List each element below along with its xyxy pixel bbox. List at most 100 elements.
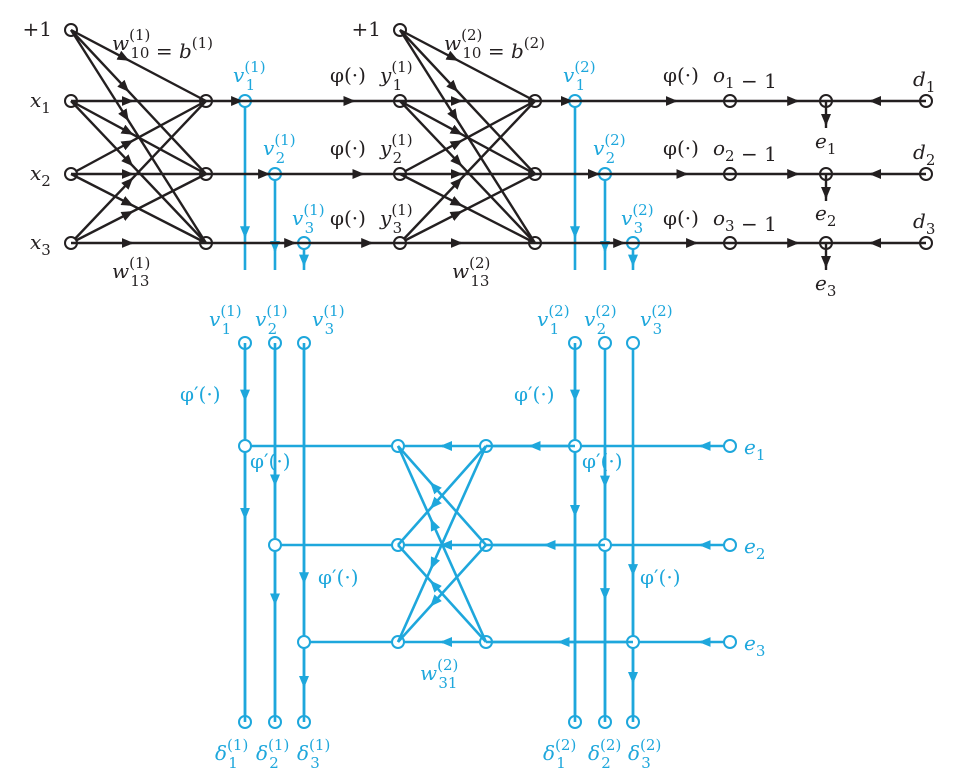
delta-layer1-label-3: δ(1)3: [297, 736, 330, 772]
back-weight-3-1: [396, 445, 488, 643]
phi-label-layer2-1: φ(·): [663, 63, 699, 87]
w1-12-arrow: [120, 140, 134, 151]
bias1-to-3-arrow: [118, 108, 129, 122]
w1-32-arrow: [120, 196, 134, 207]
back-col1-junction-3: [297, 635, 311, 649]
error-label-1: e1: [815, 129, 836, 158]
phi-label-layer1-1: φ(·): [330, 63, 366, 87]
v1-label-3: v(1)3: [292, 201, 325, 237]
back-error-node-2: [723, 538, 737, 552]
bias1-to-1: [70, 28, 207, 103]
phi-prime-label-6: φ′(·): [640, 565, 681, 589]
w1-13-arrow: [121, 177, 134, 190]
w1-31-arrow: [121, 154, 134, 167]
bias2-to-3: [398, 29, 537, 244]
back-v2-label-1: v(2)1: [537, 302, 570, 338]
back-v1-label-2: v(1)2: [255, 302, 288, 338]
back-weight-1-3-arrow: [430, 556, 441, 570]
input-label-2: x2: [30, 161, 51, 190]
back-weight-2-1-arrow: [430, 482, 442, 495]
forward-pass-layer: [64, 23, 933, 270]
output-label-3: o3 − 1: [713, 206, 777, 236]
phi-prime-label-1: φ′(·): [180, 382, 221, 406]
bias2-to-2: [399, 29, 536, 175]
w2-21-arrow: [449, 124, 463, 135]
w1-32: [70, 172, 207, 245]
y1-label-2: y(1)2: [379, 131, 413, 167]
phi-prime-label-3: φ′(·): [318, 565, 359, 589]
back-col1-junction-1: [238, 439, 252, 453]
output-label-2: o2 − 1: [713, 136, 777, 166]
input-label-1: x1: [30, 88, 51, 117]
back-weight-3-1-arrow: [430, 518, 441, 532]
back-col1-junction-2: [268, 538, 282, 552]
y1-label-3: y(1)3: [379, 201, 413, 237]
w2-32: [399, 172, 536, 245]
delta-layer1-label-1: δ(1)1: [215, 736, 248, 772]
back-weight-2-3-arrow: [430, 594, 442, 607]
bias1-to-1-arrow: [116, 50, 130, 61]
bias2-to-1-arrow: [445, 50, 459, 61]
bias2-to-2-arrow: [446, 79, 459, 92]
w2-32-arrow: [449, 196, 463, 207]
back-error-label-3: e3: [744, 631, 765, 660]
output-label-1: o1 − 1: [713, 63, 777, 93]
w1-31: [70, 100, 207, 244]
phi-label-layer2-3: φ(·): [663, 206, 699, 230]
phi-prime-label-5: φ′(·): [582, 449, 623, 473]
node-col2-top-3: [626, 336, 640, 350]
phi-prime-label-4: φ′(·): [514, 382, 555, 406]
bias2-to-3-arrow: [447, 108, 458, 122]
y1-label-1: y(1)1: [379, 58, 413, 94]
weight-31-layer2-label: w(2)31: [420, 656, 458, 692]
phi-prime-label-2: φ′(·): [250, 449, 291, 473]
desired-label-2: d2: [913, 140, 935, 169]
phi-label-layer1-3: φ(·): [330, 206, 366, 230]
back-error-label-2: e2: [744, 534, 765, 563]
back-weight-1-2-arrow: [430, 496, 442, 509]
phi-label-layer1-2: φ(·): [330, 136, 366, 160]
w2-13-arrow: [450, 177, 463, 190]
w2-31-arrow: [450, 154, 463, 167]
backward-pass-layer: [238, 94, 737, 729]
w2-23-arrow: [449, 210, 463, 221]
error-label-3: e3: [815, 271, 836, 300]
back-error-label-1: e1: [744, 435, 765, 464]
delta-layer1-label-2: δ(1)2: [256, 736, 289, 772]
desired-label-3: d3: [913, 209, 935, 238]
back-weight-3-2-arrow: [430, 580, 442, 593]
bias-label-layer2: +1: [352, 17, 381, 41]
w2-31: [399, 100, 536, 244]
node-col2-top-2: [598, 336, 612, 350]
back-error-node-3: [723, 635, 737, 649]
phi-label-layer2-2: φ(·): [663, 136, 699, 160]
delta-layer2-label-1: δ(2)1: [543, 736, 576, 772]
v2-label-2: v(2)2: [593, 131, 626, 167]
back-v2-label-3: v(2)3: [640, 302, 673, 338]
back-v1-label-3: v(1)3: [312, 302, 345, 338]
w2-12-arrow: [449, 140, 463, 151]
delta-layer2-label-3: δ(2)3: [628, 736, 661, 772]
desired-label-1: d1: [913, 67, 935, 96]
bias-label-layer1: +1: [23, 17, 52, 41]
weight-bias2-label: w(2)10 = b(2): [444, 26, 545, 63]
back-error-node-1: [723, 439, 737, 453]
delta-layer2-label-2: δ(2)2: [588, 736, 621, 772]
input-label-3: x3: [30, 230, 51, 259]
bias1-to-2: [70, 29, 207, 175]
back-weight-3-2: [397, 544, 487, 643]
bias2-to-1: [399, 28, 536, 103]
weight-13-layer2-label: w(2)13: [452, 254, 490, 290]
back-weight-2-1: [397, 445, 487, 546]
v2-label-1: v(2)1: [563, 58, 596, 94]
w1-21-arrow: [120, 124, 134, 135]
weight-13-layer1-label: w(1)13: [112, 254, 150, 290]
v1-label-2: v(1)2: [263, 131, 296, 167]
bias1-to-3: [69, 29, 208, 244]
v2-label-3: v(2)3: [621, 201, 654, 237]
back-v1-label-1: v(1)1: [209, 302, 242, 338]
back-v2-label-2: v(2)2: [584, 302, 617, 338]
v1-label-1: v(1)1: [233, 58, 266, 94]
